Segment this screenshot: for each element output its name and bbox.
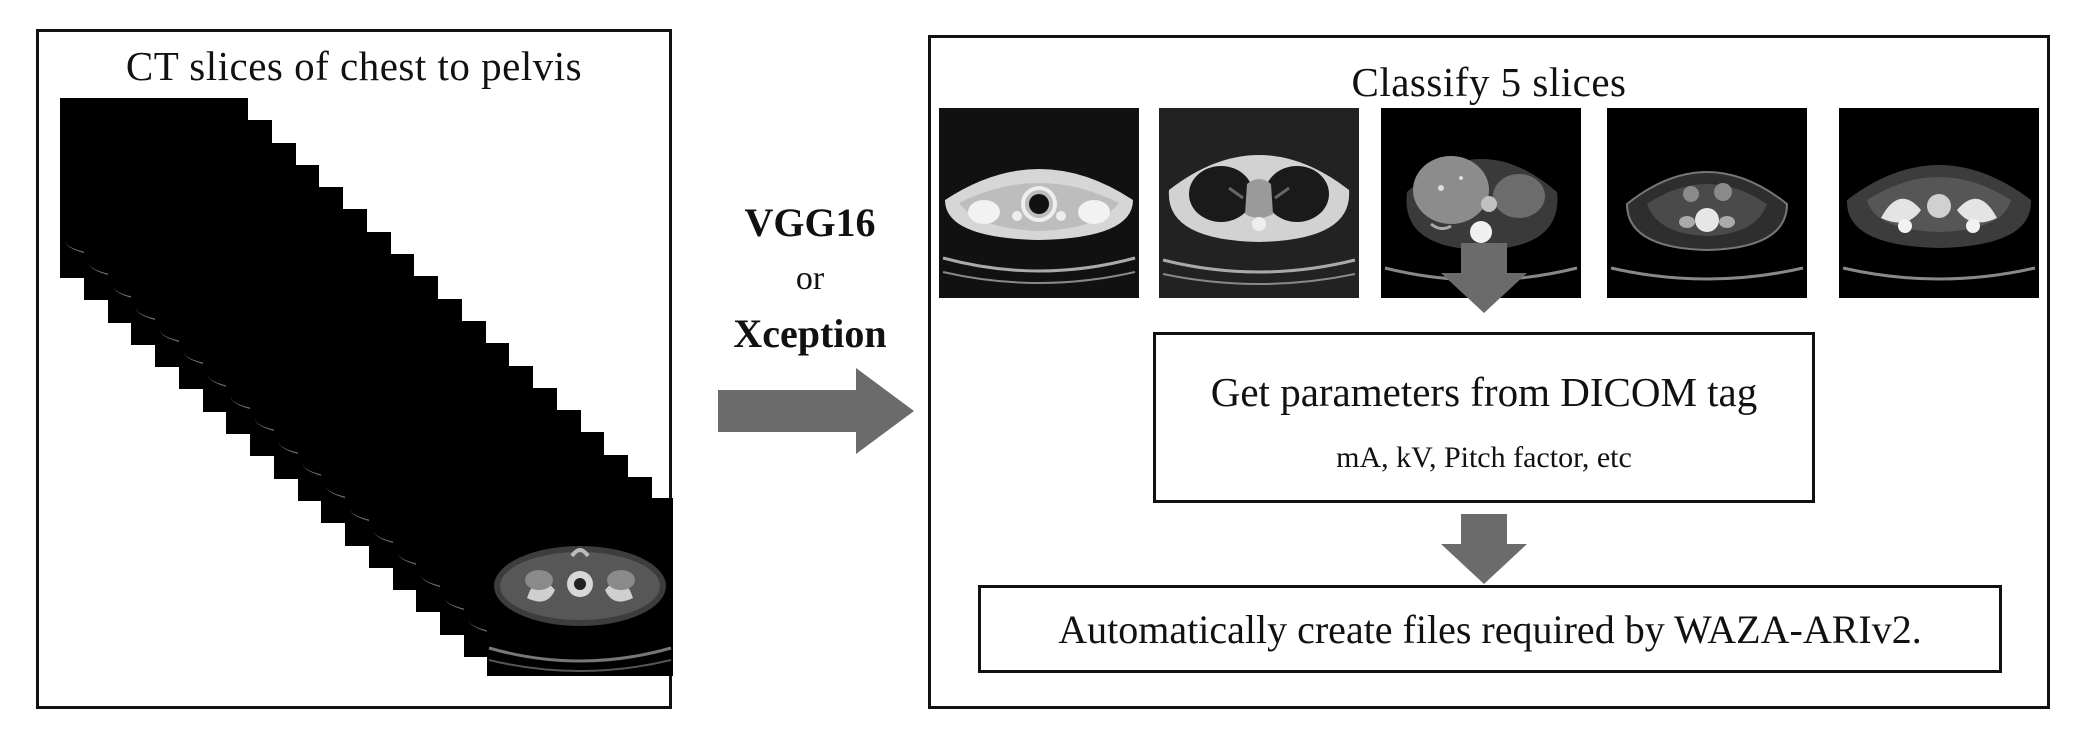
dicom-parameters-title: Get parameters from DICOM tag (1210, 369, 1758, 415)
flow-right-arrow (718, 368, 914, 454)
create-files-text: Automatically create files required by W… (1058, 607, 1922, 652)
model-vgg16-label: VGG16 (744, 200, 876, 245)
classify-title: Classify 5 slices (1351, 59, 1627, 105)
flow-down-arrow-2 (1441, 514, 1527, 584)
ct-slices-panel: CT slices of chest to pelvis (36, 29, 673, 709)
ct-thumbnail-5 (1839, 108, 2039, 298)
classification-panel: Classify 5 slices (928, 35, 2050, 709)
ct-thumbnail-4 (1607, 108, 1807, 298)
ct-slice-front-image (487, 498, 673, 676)
ct-slices-title: CT slices of chest to pelvis (125, 43, 583, 89)
ct-thumbnail-2 (1159, 108, 1359, 298)
dicom-parameters-list: mA, kV, Pitch factor, etc (1336, 441, 1632, 474)
dicom-parameters-box: Get parameters from DICOM tag mA, kV, Pi… (1153, 332, 1815, 503)
model-xception-label: Xception (733, 311, 887, 356)
ct-thumbnail-1 (939, 108, 1139, 298)
create-files-box: Automatically create files required by W… (978, 585, 2002, 673)
flow-down-arrow-1 (1441, 243, 1527, 313)
model-or-label: or (795, 260, 825, 297)
